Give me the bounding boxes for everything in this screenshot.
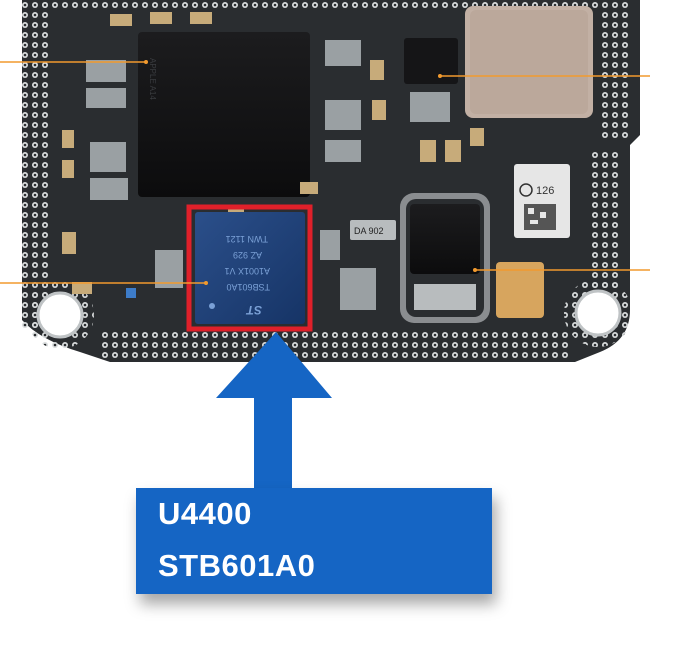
mounting-hole-right [564, 279, 632, 347]
mounting-hole-left [26, 281, 94, 349]
qr-label: 126 [536, 185, 554, 197]
st-logo: ST [245, 303, 262, 317]
metal-shield [465, 6, 593, 118]
component-part-number: STB601A0 [158, 548, 316, 583]
passive-components: DA 902 [62, 12, 484, 310]
leader-lines [0, 60, 650, 285]
chip-marking-3: A1001X V1 [224, 266, 270, 276]
qr-chip: 126 [514, 164, 570, 238]
highlight-box [186, 204, 313, 332]
chip-marking-4: TSB601A0 [226, 282, 270, 292]
u4400-chip: TWN 1121 AZ 929 A1001X V1 TSB601A0 ST [195, 212, 305, 324]
soc-chip: APPLE A14 [138, 32, 310, 197]
chip-marking-1: TWN 1121 [226, 234, 268, 244]
chip-marking-2: AZ 929 [233, 250, 262, 260]
gold-pad [496, 262, 544, 318]
up-arrow-icon [216, 332, 332, 490]
soc-marking: APPLE A14 [148, 58, 157, 100]
small-component-label: DA 902 [354, 226, 384, 236]
component-reference: U4400 [158, 496, 252, 531]
small-chip-top [404, 38, 458, 84]
callout-label: U4400 STB601A0 [136, 488, 492, 594]
right-black-chip [400, 193, 490, 323]
